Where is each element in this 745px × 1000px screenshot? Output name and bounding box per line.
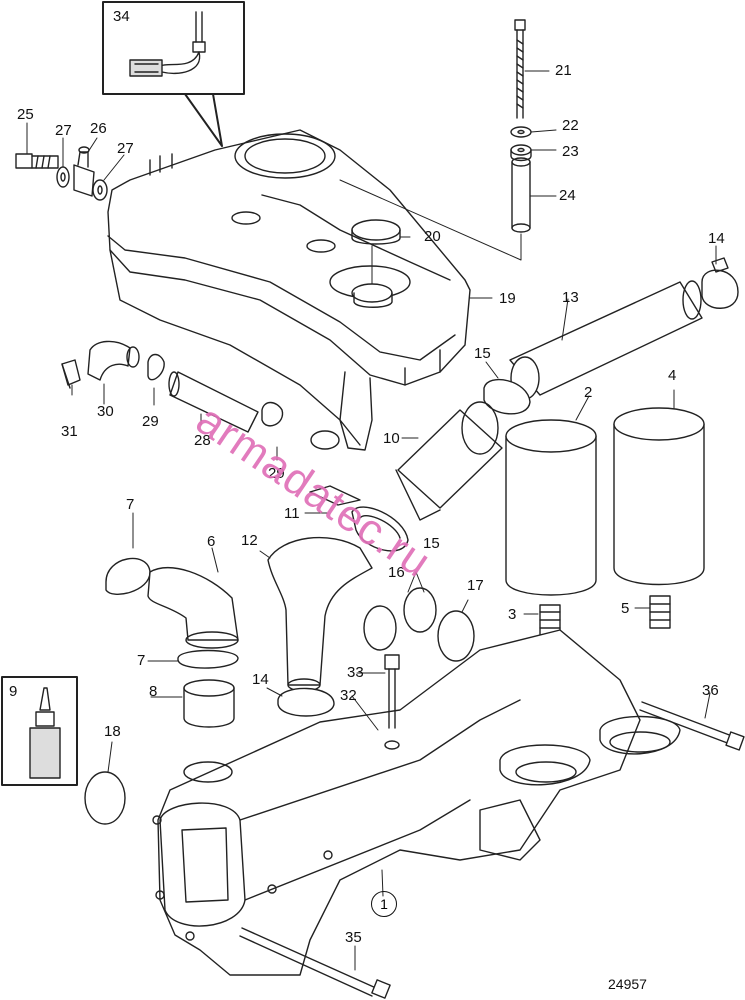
part-label-15a: 15 — [474, 345, 491, 362]
elbow-connector-6 — [105, 557, 239, 728]
part-label-36: 36 — [702, 682, 719, 699]
part-label-29b: 29 — [268, 465, 285, 482]
bolt-33 — [384, 654, 400, 750]
part-label-31: 31 — [61, 423, 78, 440]
part-label-27b: 27 — [117, 140, 134, 157]
part-label-22: 22 — [562, 117, 579, 134]
coolant-filter-2 — [505, 419, 597, 636]
part-label-11: 11 — [284, 505, 300, 522]
part-label-15b: 15 — [423, 535, 440, 552]
part-label-14b: 14 — [252, 671, 269, 688]
part-label-1: 1 — [371, 891, 397, 917]
part-label-5: 5 — [621, 600, 630, 617]
part-label-28: 28 — [194, 432, 211, 449]
part-label-4: 4 — [668, 367, 677, 384]
inset-sealant-9 — [1, 676, 78, 786]
inset-sensor-34 — [102, 1, 245, 147]
filler-cap-20 — [351, 219, 401, 308]
bolt-assembly-21-24 — [339, 19, 532, 261]
part-label-33: 33 — [347, 664, 364, 681]
bolt-35 — [239, 927, 391, 999]
document-number: 24957 — [608, 976, 647, 992]
part-label-9: 9 — [9, 683, 18, 700]
bolt-36 — [639, 701, 745, 751]
part-label-20: 20 — [424, 228, 441, 245]
o-rings-16-17 — [363, 587, 475, 662]
part-label-3: 3 — [508, 606, 517, 623]
part-label-16: 16 — [388, 564, 405, 581]
drain-fitting-25-27 — [15, 146, 108, 201]
part-label-26: 26 — [90, 120, 107, 137]
part-label-2: 2 — [584, 384, 593, 401]
part-label-18: 18 — [104, 723, 121, 740]
upper-hose-13 — [483, 257, 739, 415]
o-ring-18 — [84, 771, 126, 825]
part-label-6: 6 — [207, 533, 216, 550]
part-label-19: 19 — [499, 290, 516, 307]
coolant-filter-4 — [613, 407, 705, 629]
part-label-10: 10 — [383, 430, 400, 447]
part-label-8: 8 — [149, 683, 158, 700]
part-label-7b: 7 — [137, 652, 146, 669]
lower-hose-12 — [267, 536, 373, 717]
part-label-14a: 14 — [708, 230, 725, 247]
part-label-32: 32 — [340, 687, 357, 704]
part-label-12: 12 — [241, 532, 258, 549]
hose-set-28-31 — [61, 340, 284, 433]
part-label-29a: 29 — [142, 413, 159, 430]
part-label-24: 24 — [559, 187, 576, 204]
part-label-35: 35 — [345, 929, 362, 946]
part-label-30: 30 — [97, 403, 114, 420]
part-label-25: 25 — [17, 106, 34, 123]
part-label-23: 23 — [562, 143, 579, 160]
part-label-13: 13 — [562, 289, 579, 306]
thermostat-housing-10 — [351, 401, 503, 552]
part-label-7a: 7 — [126, 496, 135, 513]
part-label-17: 17 — [467, 577, 484, 594]
part-label-27a: 27 — [55, 122, 72, 139]
expansion-tank-19 — [107, 129, 471, 506]
leader-lines — [26, 70, 717, 971]
part-label-21: 21 — [555, 62, 572, 79]
part-label-34: 34 — [113, 8, 130, 25]
main-housing-1 — [152, 629, 681, 976]
